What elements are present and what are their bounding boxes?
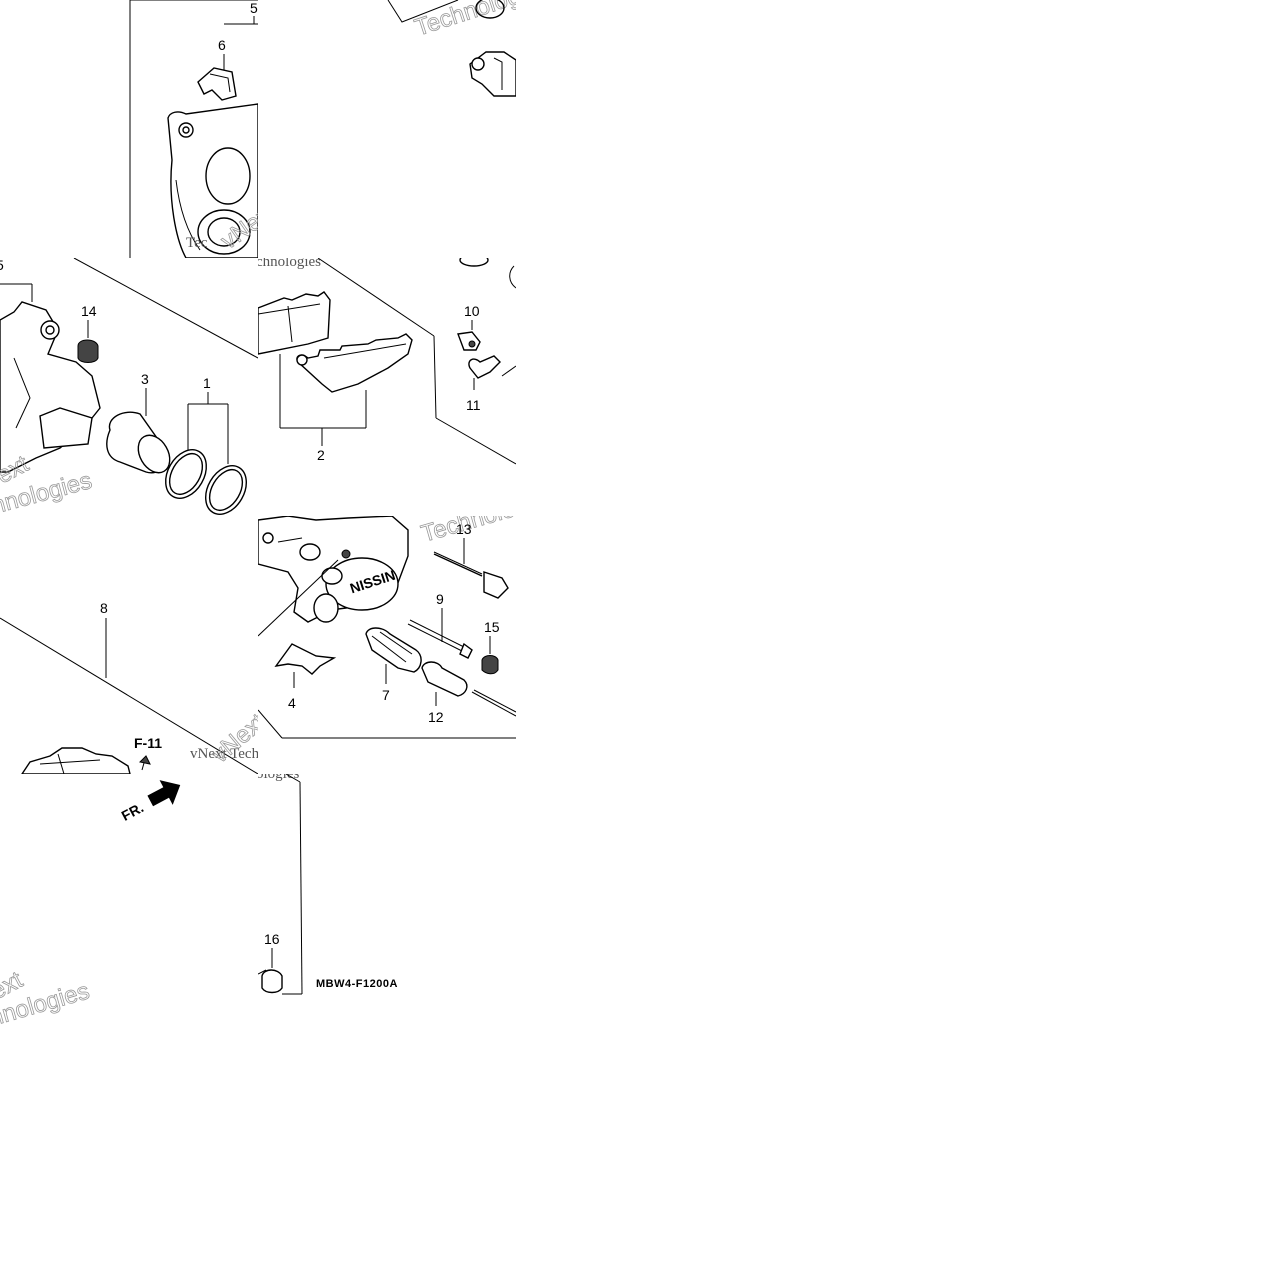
pin-boot-12 <box>421 661 468 697</box>
watermark-text: vNext Technologies <box>190 746 258 762</box>
callout-6: 6 <box>218 37 226 53</box>
tile-drawing-code: ologies 16 MBW4-F1200A <box>258 774 516 1032</box>
piston-seal <box>165 449 207 499</box>
tile-bracket-top: 5 6 Tec vNext <box>0 0 258 258</box>
callout-8: 8 <box>100 600 108 616</box>
reference-f11: F-11 <box>134 735 162 751</box>
callout-12: 12 <box>428 709 444 725</box>
callout-14: 14 <box>81 303 97 319</box>
direction-drawing: FR. ext hnologies <box>0 780 181 1032</box>
callout-15: 15 <box>484 619 500 635</box>
watermark-large: Technologies <box>412 0 516 42</box>
caliper-body-drawing: Technologies NISSIN 13 9 15 7 <box>258 516 516 739</box>
tile-brake-pads: chnologies 2 10 11 <box>258 258 516 516</box>
front-arrow: FR. <box>119 780 181 824</box>
cap-nut-15 <box>481 655 499 675</box>
pin-bolt-13 <box>483 571 509 599</box>
callout-13: 13 <box>456 521 472 537</box>
watermark-text: chnologies <box>258 258 321 270</box>
watermark-text: Tec <box>186 235 208 251</box>
dust-seal <box>205 465 247 515</box>
brake-pads-drawing: chnologies 2 10 11 <box>258 258 516 465</box>
tile-assembly-ref: 8 F-11 vNext Technologies vNext <box>0 516 258 774</box>
tile-direction: FR. ext hnologies <box>0 774 258 1032</box>
tile-pads-top: Technologies <box>258 0 516 258</box>
bracket-drawing: 5 6 Tec vNext <box>129 0 258 258</box>
callout-10: 10 <box>464 303 480 319</box>
callout-2: 2 <box>317 447 325 463</box>
drawing-code: MBW4-F1200A <box>316 978 398 990</box>
callout-5-top: 5 <box>250 0 258 16</box>
bleeder-cap <box>468 355 501 379</box>
arrow-icon <box>147 780 181 807</box>
slide-pin-9 <box>459 642 473 659</box>
bolt-16 <box>261 969 283 994</box>
pad-spring-clip <box>197 67 237 101</box>
bleeder-valve <box>457 331 481 351</box>
callout-16: 16 <box>264 931 280 947</box>
tile-caliper-body: Technologies NISSIN 13 9 15 7 <box>258 516 516 774</box>
piston-seals-drawing: 5 14 3 1 ext hnologies <box>0 258 258 516</box>
callout-11: 11 <box>466 397 481 413</box>
assembly-ref-drawing: 8 F-11 vNext Technologies vNext <box>0 600 258 774</box>
tile-piston-seals: 5 14 3 1 ext hnologies <box>0 258 258 516</box>
pad-spring-4 <box>274 643 337 675</box>
callout-3: 3 <box>141 371 149 387</box>
watermark-text: ologies <box>258 774 299 782</box>
front-marker: FR. <box>119 799 146 824</box>
callout-7: 7 <box>382 687 390 703</box>
nut-14 <box>77 339 99 363</box>
drawing-code-drawing: ologies 16 MBW4-F1200A <box>258 774 398 995</box>
brake-pad <box>258 291 331 355</box>
callout-5: 5 <box>0 258 4 273</box>
callout-1: 1 <box>203 375 211 391</box>
pads-top-drawing: Technologies <box>387 0 516 97</box>
caliper-cylinder <box>325 557 399 611</box>
callout-9: 9 <box>436 591 444 607</box>
pin-boot-7 <box>365 627 422 673</box>
caliper-assembly <box>21 747 131 774</box>
callout-4: 4 <box>288 695 296 711</box>
